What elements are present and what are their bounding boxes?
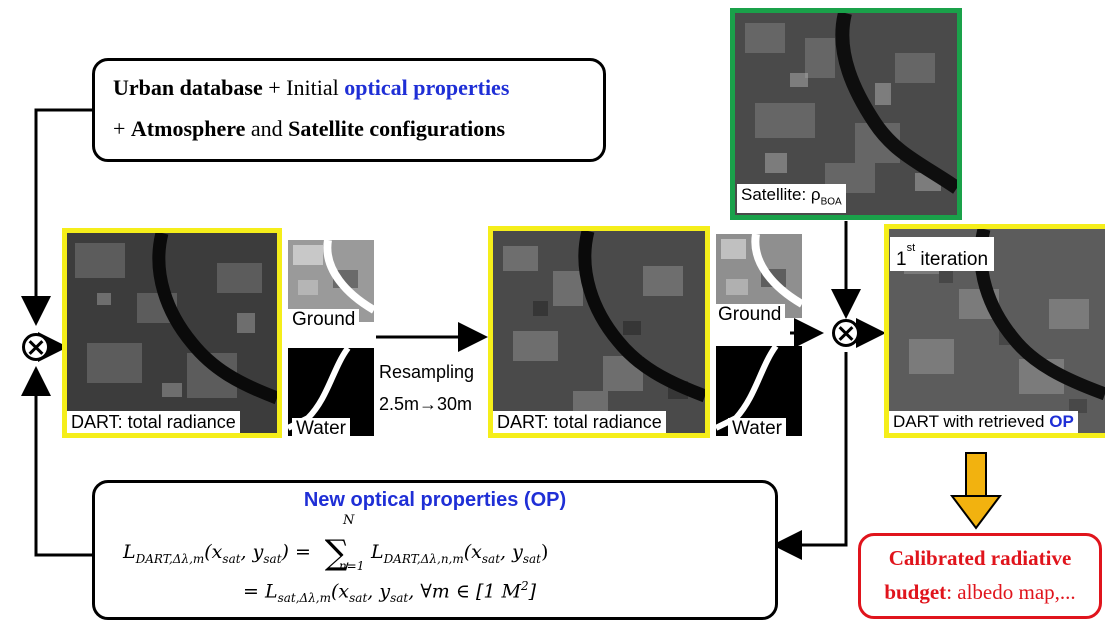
iteration-sup: st: [906, 242, 916, 254]
eq-sat-3: sat: [481, 551, 501, 566]
new-op-title: New optical properties (OP): [303, 489, 567, 511]
result-arrow-icon: [950, 452, 1002, 530]
eq-mid-1: , y: [240, 541, 264, 563]
dart-total-radiance-image-2: DART: total radiance: [488, 226, 710, 438]
atmosphere-label: Atmosphere: [130, 116, 246, 141]
result-budget-word: budget: [884, 580, 947, 604]
dart1-ground-label: Ground: [288, 309, 360, 331]
inputs-plus: +: [113, 116, 131, 141]
inputs-and: and: [245, 116, 289, 141]
iteration-label: 1st iteration: [890, 237, 995, 271]
eq2-sup: 2: [520, 579, 529, 593]
eq2-sub: sat,Δλ,m: [277, 591, 331, 606]
inputs-line-2: + Atmosphere and Satellite configuration…: [113, 116, 505, 142]
satellite-caption: Satellite: ρBOA: [737, 183, 846, 213]
eq2-sat-1: sat: [349, 591, 368, 606]
eq2-args: (x: [331, 580, 350, 603]
dart3-caption-op: OP: [1049, 412, 1074, 431]
eq2-prefix: = L: [243, 580, 278, 603]
eq-rhs-sub: DART,Δλ,n,m: [383, 551, 464, 566]
resampling-scale: 2.5m→30m: [379, 394, 473, 414]
eq-sat-1: sat: [222, 551, 241, 566]
dart1-ground-image: [288, 240, 374, 322]
satellite-label-text: Satellite: ρ: [741, 184, 821, 204]
satellite-image: Satellite: ρBOA: [730, 8, 962, 220]
result-rest: : albedo map,...: [946, 580, 1076, 604]
eq-sat-2: sat: [263, 551, 282, 566]
dart1-caption: DART: total radiance: [67, 411, 240, 433]
new-optical-properties-box: New optical properties (OP) LDART,Δλ,m(x…: [92, 480, 778, 620]
combine-operator-icon: [22, 333, 50, 361]
satellite-subscript: BOA: [820, 196, 842, 207]
arrow-bottombox-to-combine: [21, 366, 92, 557]
dart1-ground-texture: [288, 240, 374, 322]
satellite-configurations-label: Satellite configurations: [288, 116, 506, 141]
iteration-word: iteration: [920, 249, 989, 270]
dart2-caption: DART: total radiance: [493, 411, 666, 433]
inputs-plus-initial: + Initial: [262, 75, 345, 100]
sum-symbol: ∑: [324, 533, 350, 573]
compare-operator-icon: [832, 319, 860, 347]
iteration-number: 1: [896, 249, 907, 270]
eq-sat-4: sat: [522, 551, 541, 566]
result-line-2: budget: albedo map,...: [861, 580, 1099, 605]
result-line-1: Calibrated radiative: [888, 546, 1072, 570]
dart1-water-label: Water: [292, 418, 350, 440]
dart3-caption-text: DART with retrieved: [893, 412, 1050, 431]
dart2-texture: [493, 231, 705, 433]
dart-retrieved-op-image: 1st iteration DART with retrieved OP: [884, 224, 1105, 438]
satellite-texture: [735, 13, 957, 215]
dart-total-radiance-image-1: DART: total radiance: [62, 228, 282, 438]
sum-top: N: [342, 513, 355, 528]
eq2-sat-2: sat: [390, 591, 409, 606]
arrow-topbox-to-combine: [21, 108, 92, 326]
dart3-caption: DART with retrieved OP: [889, 411, 1078, 433]
calibrated-budget-box: Calibrated radiative budget: albedo map,…: [858, 533, 1102, 619]
eq-rhs: L: [370, 541, 384, 563]
eq-rhs-args: (x: [463, 541, 482, 563]
dart2-ground-label: Ground: [714, 304, 786, 326]
urban-database-label: Urban database: [113, 75, 263, 100]
equation-line-2: = Lsat,Δλ,m(xsat, ysat, ∀m ∈ [1 M2]: [243, 579, 536, 605]
eq2-end: ]: [528, 580, 537, 603]
optical-properties-label: optical properties: [344, 75, 510, 100]
dart2-water-label: Water: [728, 418, 786, 440]
eq-close-1: ) =: [281, 541, 317, 563]
eq-mid-2: , y: [500, 541, 523, 563]
arrow-compare-to-bottombox: [772, 352, 848, 560]
dart1-texture: [67, 233, 277, 433]
eq-lhs: L: [123, 541, 136, 563]
inputs-line-1: Urban database + Initial optical propert…: [113, 75, 509, 101]
eq-lhs-sub: DART,Δλ,m: [135, 551, 205, 566]
eq-lhs-args: (x: [204, 541, 223, 563]
inputs-box: Urban database + Initial optical propert…: [92, 58, 606, 162]
eq2-rest: , ∀m ∈ [1 M: [408, 580, 521, 603]
resampling-label: Resampling: [379, 362, 475, 382]
sum-bottom: n=1: [338, 559, 365, 573]
eq2-mid: , y: [367, 580, 391, 603]
